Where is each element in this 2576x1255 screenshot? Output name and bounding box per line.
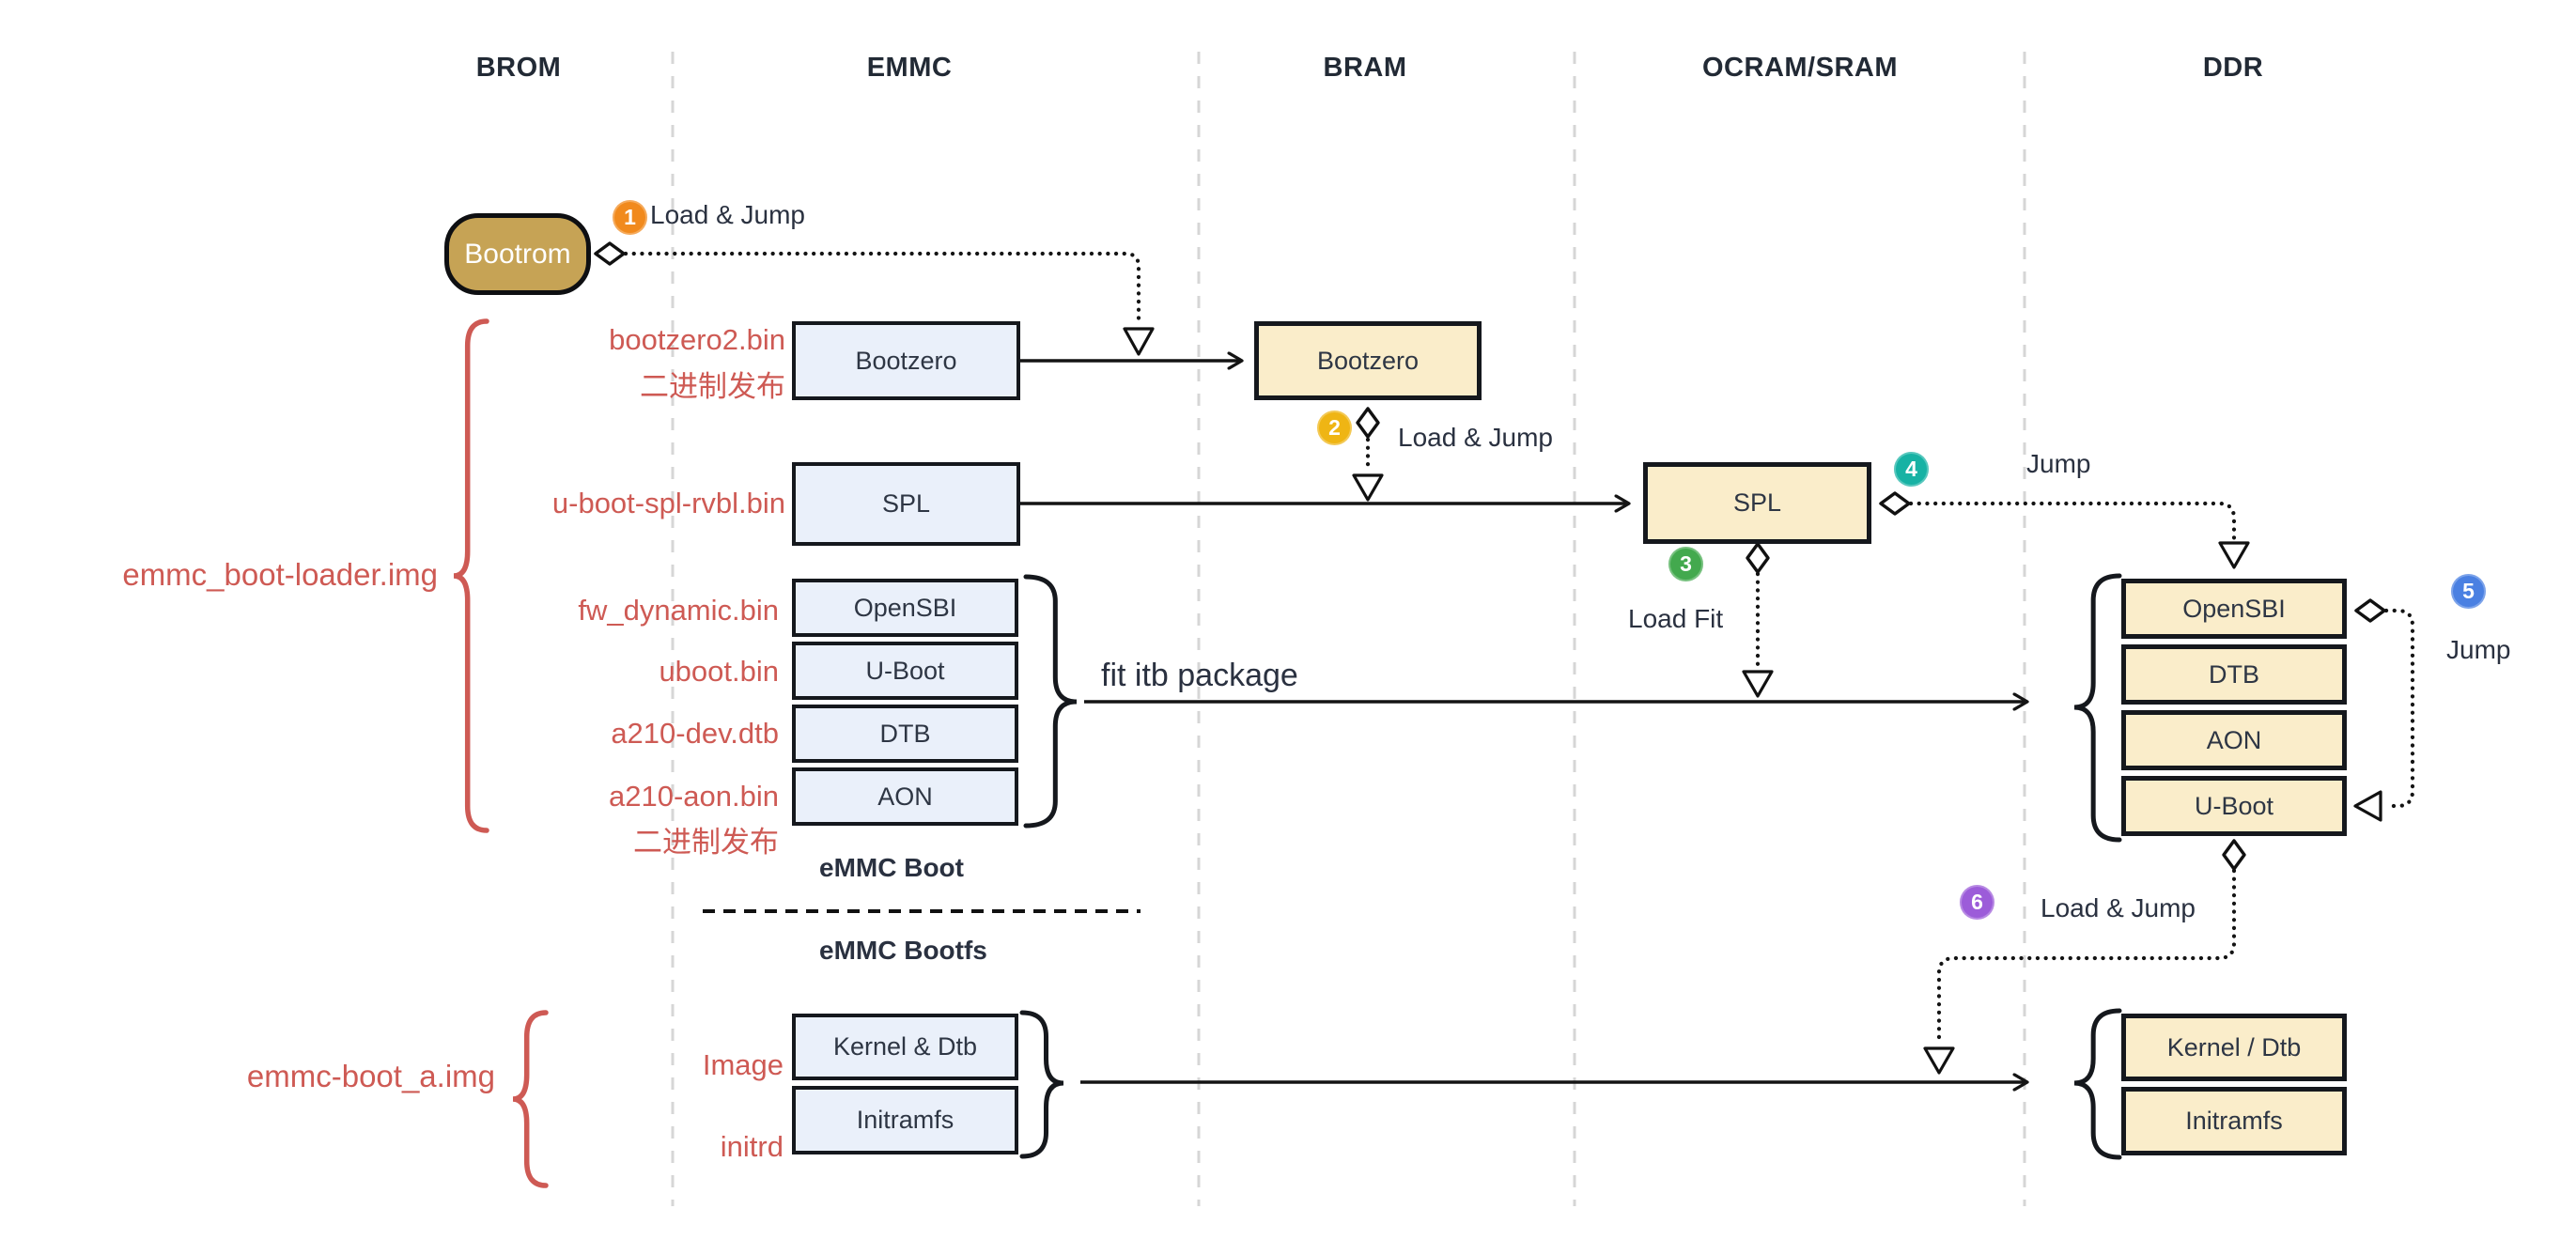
brace-emmc-fit-stack: [1023, 574, 1078, 829]
column-header-emmc: EMMC: [866, 53, 953, 83]
brace-ddr-kernel-stack: [2073, 1008, 2122, 1160]
column-header-ocram-sram: OCRAM/SRAM: [1702, 53, 1898, 83]
box-ddr-initramfs: Initramfs: [2121, 1087, 2347, 1155]
box-emmc-kernel-dtb: Kernel & Dtb: [792, 1014, 1018, 1080]
label-a210-dev-dtb: a210-dev.dtb: [611, 717, 779, 750]
brace-emmc-boot-loader-img: [453, 318, 489, 833]
brace-ddr-fit-stack: [2073, 573, 2122, 843]
box-ddr-kernel-dtb: Kernel / Dtb: [2121, 1014, 2347, 1081]
box-emmc-bootzero: Bootzero: [792, 321, 1020, 400]
label-emmc-boot: eMMC Boot: [819, 853, 964, 882]
box-emmc-initramfs: Initramfs: [792, 1086, 1018, 1154]
label-jump-4: Jump: [2026, 449, 2091, 478]
box-emmc-uboot: U-Boot: [792, 642, 1018, 700]
step-badge-4: 4: [1894, 452, 1929, 487]
label-binary-release-2: 二进制发布: [633, 826, 779, 859]
box-ddr-aon: AON: [2121, 710, 2347, 770]
step-badge-6: 6: [1960, 885, 1994, 920]
open-arrowhead-down: [1123, 327, 1155, 356]
step-badge-5: 5: [2451, 574, 2486, 609]
box-ddr-opensbi: OpenSBI: [2121, 579, 2347, 639]
label-jump-5: Jump: [2446, 635, 2511, 664]
open-arrowhead-down: [1742, 670, 1774, 698]
label-emmc-bootfs: eMMC Bootfs: [819, 936, 987, 965]
label-image: Image: [702, 1048, 784, 1081]
box-bram-bootzero: Bootzero: [1254, 321, 1482, 400]
step-badge-3: 3: [1668, 547, 1703, 581]
label-emmc-boot-a-img: emmc-boot_a.img: [246, 1059, 495, 1093]
label-uboot-bin: uboot.bin: [659, 655, 779, 688]
label-load-jump-2: Load & Jump: [1398, 423, 1553, 452]
brace-emmc-kernel-stack: [1019, 1010, 1064, 1159]
dotted-path-4-spl-jump: [1908, 501, 2237, 542]
open-arrowhead-down: [1352, 473, 1384, 502]
brace-emmc-boot-a-img: [512, 1010, 549, 1188]
source-diamond: [1879, 491, 1911, 516]
column-header-brom: BROM: [475, 53, 562, 83]
box-ddr-dtb: DTB: [2121, 644, 2347, 705]
label-initrd: initrd: [720, 1130, 784, 1163]
column-header-bram: BRAM: [1323, 53, 1407, 83]
dotted-path-1-bootrom: [623, 251, 1141, 328]
source-diamond: [1356, 407, 1380, 439]
dotted-path-6-uboot-load-jump: [1936, 868, 2237, 1047]
box-ocram-spl: SPL: [1643, 462, 1871, 544]
label-load-jump-1: Load & Jump: [650, 200, 805, 229]
open-arrowhead-down: [2218, 541, 2250, 569]
label-load-jump-6: Load & Jump: [2041, 893, 2196, 922]
step-badge-1: 1: [613, 200, 647, 235]
source-diamond: [1746, 542, 1770, 574]
label-fw-dynamic-bin: fw_dynamic.bin: [578, 594, 779, 627]
label-load-fit-3: Load Fit: [1628, 604, 1724, 633]
box-emmc-spl: SPL: [792, 462, 1020, 546]
label-bootzero2-bin: bootzero2.bin: [609, 323, 785, 356]
open-arrowhead-down: [1923, 1046, 1955, 1075]
source-diamond: [594, 241, 626, 266]
source-diamond: [2354, 598, 2386, 623]
box-emmc-opensbi: OpenSBI: [792, 579, 1018, 637]
open-arrowhead-left: [2353, 790, 2382, 822]
box-emmc-dtb: DTB: [792, 705, 1018, 763]
label-binary-release-1: 二进制发布: [640, 370, 785, 403]
box-ddr-uboot: U-Boot: [2121, 776, 2347, 836]
box-emmc-aon: AON: [792, 767, 1018, 826]
step-badge-2: 2: [1317, 411, 1352, 445]
label-fit-itb-package: fit itb package: [1101, 658, 1298, 693]
dotted-path-5-opensbi-jump: [2383, 608, 2415, 809]
bootrom-node: Bootrom: [444, 213, 591, 295]
column-header-ddr: DDR: [2202, 53, 2264, 83]
source-diamond: [2222, 839, 2246, 871]
label-uboot-spl-rvbl-bin: u-boot-spl-rvbl.bin: [551, 487, 785, 519]
label-emmc-boot-loader-img: emmc_boot-loader.img: [122, 557, 438, 592]
label-a210-aon-bin: a210-aon.bin: [609, 780, 779, 813]
